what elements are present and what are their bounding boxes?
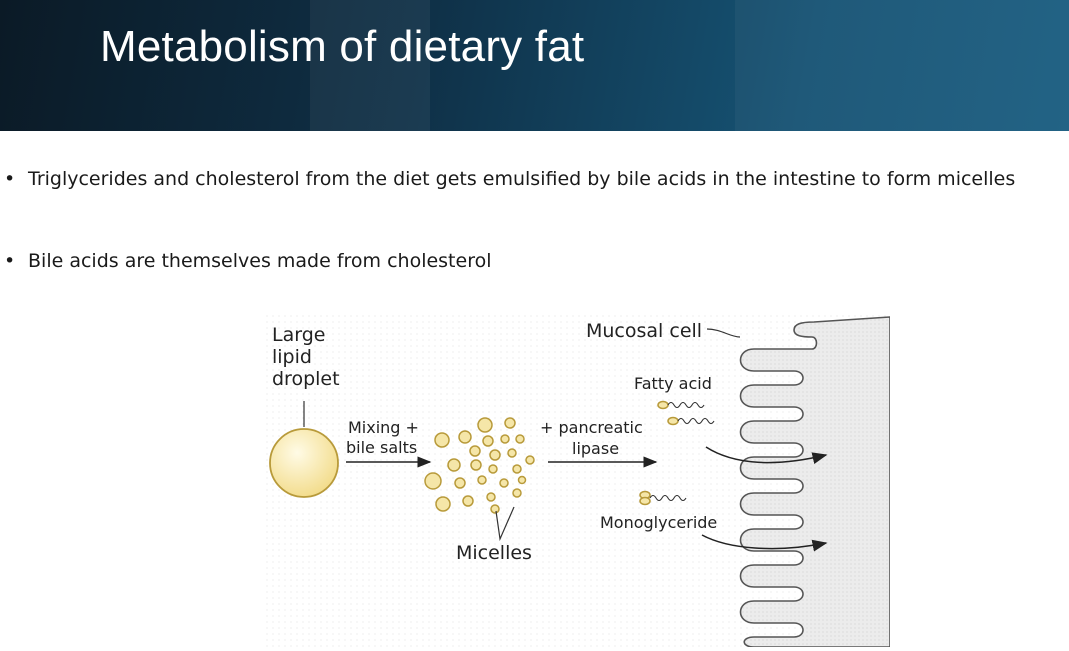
micelles-pointer xyxy=(495,506,515,542)
fatty-acid-molecule xyxy=(657,400,705,410)
slide-title: Metabolism of dietary fat xyxy=(100,22,585,71)
label-lipase-line2: lipase xyxy=(572,439,619,458)
mucosal-cell-pointer xyxy=(706,328,741,338)
bullet-dot: • xyxy=(4,250,16,272)
header-stripe xyxy=(735,0,1069,131)
large-lipid-droplet xyxy=(269,428,339,498)
fatty-acid-molecule xyxy=(667,416,715,426)
label-mixing-line2: bile salts xyxy=(346,438,417,457)
bullet-text: Bile acids are themselves made from chol… xyxy=(28,250,492,272)
bullet-text: Triglycerides and cholesterol from the d… xyxy=(28,168,1016,190)
monoglyceride-molecule xyxy=(639,490,687,506)
label-droplet-line1: Large xyxy=(272,324,325,346)
mucosal-cell-shape xyxy=(739,316,890,647)
header-stripe xyxy=(310,0,430,131)
fat-digestion-diagram: Large lipid droplet Mixing + bile salts xyxy=(266,315,890,647)
label-droplet-line2: lipid xyxy=(272,346,312,368)
label-lipase-line1: + pancreatic xyxy=(540,418,643,437)
label-mucosal-cell: Mucosal cell xyxy=(586,320,702,342)
slide-header: Metabolism of dietary fat xyxy=(0,0,1069,131)
label-micelles: Micelles xyxy=(456,542,532,564)
monoglyceride-absorption-arrow xyxy=(701,534,828,552)
bullet-dot: • xyxy=(4,168,16,190)
label-fatty-acid: Fatty acid xyxy=(634,374,712,393)
label-monoglyceride: Monoglyceride xyxy=(600,513,717,532)
label-mixing-line1: Mixing + xyxy=(348,418,419,437)
label-droplet-line3: droplet xyxy=(272,368,340,390)
micelles-cluster xyxy=(424,417,535,514)
fatty-acid-absorption-arrow xyxy=(705,446,828,464)
